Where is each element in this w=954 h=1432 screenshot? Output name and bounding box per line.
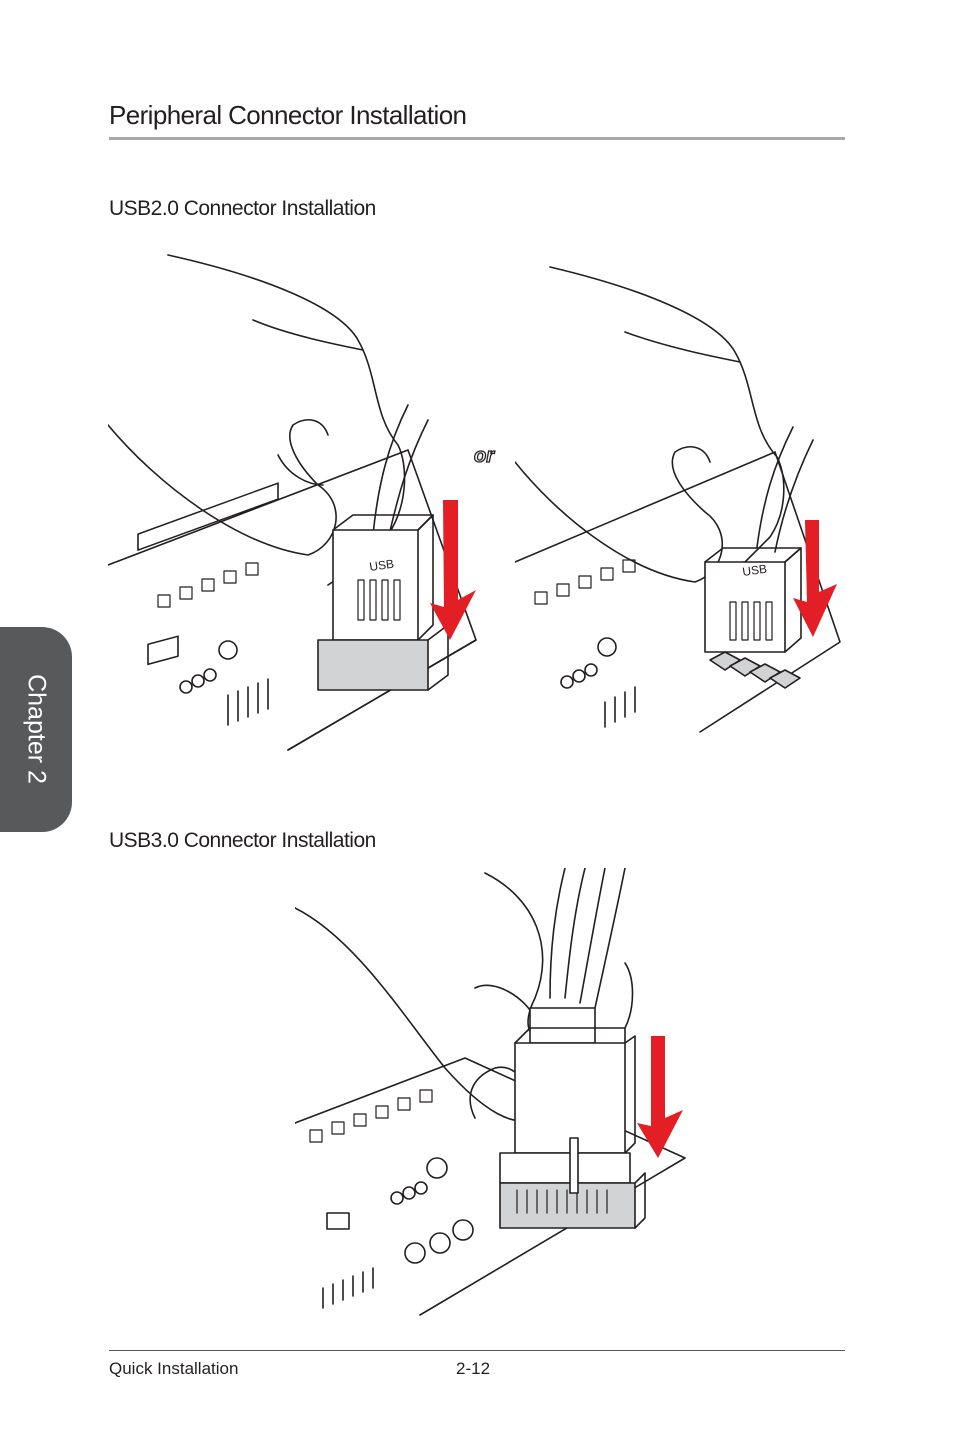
title-rule xyxy=(109,137,845,140)
footer-page-number: 2-12 xyxy=(456,1359,491,1378)
footer-section-name: Quick Installation xyxy=(109,1359,239,1378)
or-separator-text: or xyxy=(474,445,495,467)
usb3-down-arrow xyxy=(637,1036,683,1158)
usb2-left-connector-label: USB xyxy=(368,557,394,574)
usb2-right-down-arrow xyxy=(793,520,837,637)
usb3-section-heading: USB3.0 Connector Installation xyxy=(109,829,376,852)
usb2-right-connector-label: USB xyxy=(741,562,767,579)
usb2-left-down-arrow xyxy=(430,500,476,640)
or-separator: or xyxy=(473,444,496,467)
usb3-illustration xyxy=(295,868,686,1316)
usb2-illustration-pins: USB xyxy=(515,266,841,733)
chapter-tab: Chapter 2 xyxy=(0,627,72,832)
footer-rule xyxy=(109,1350,845,1351)
chapter-tab-label: Chapter 2 xyxy=(22,674,51,784)
page-title: Peripheral Connector Installation xyxy=(109,100,467,130)
usb2-illustration-pinheader: USB xyxy=(108,254,477,751)
usb2-section-heading: USB2.0 Connector Installation xyxy=(109,197,376,220)
